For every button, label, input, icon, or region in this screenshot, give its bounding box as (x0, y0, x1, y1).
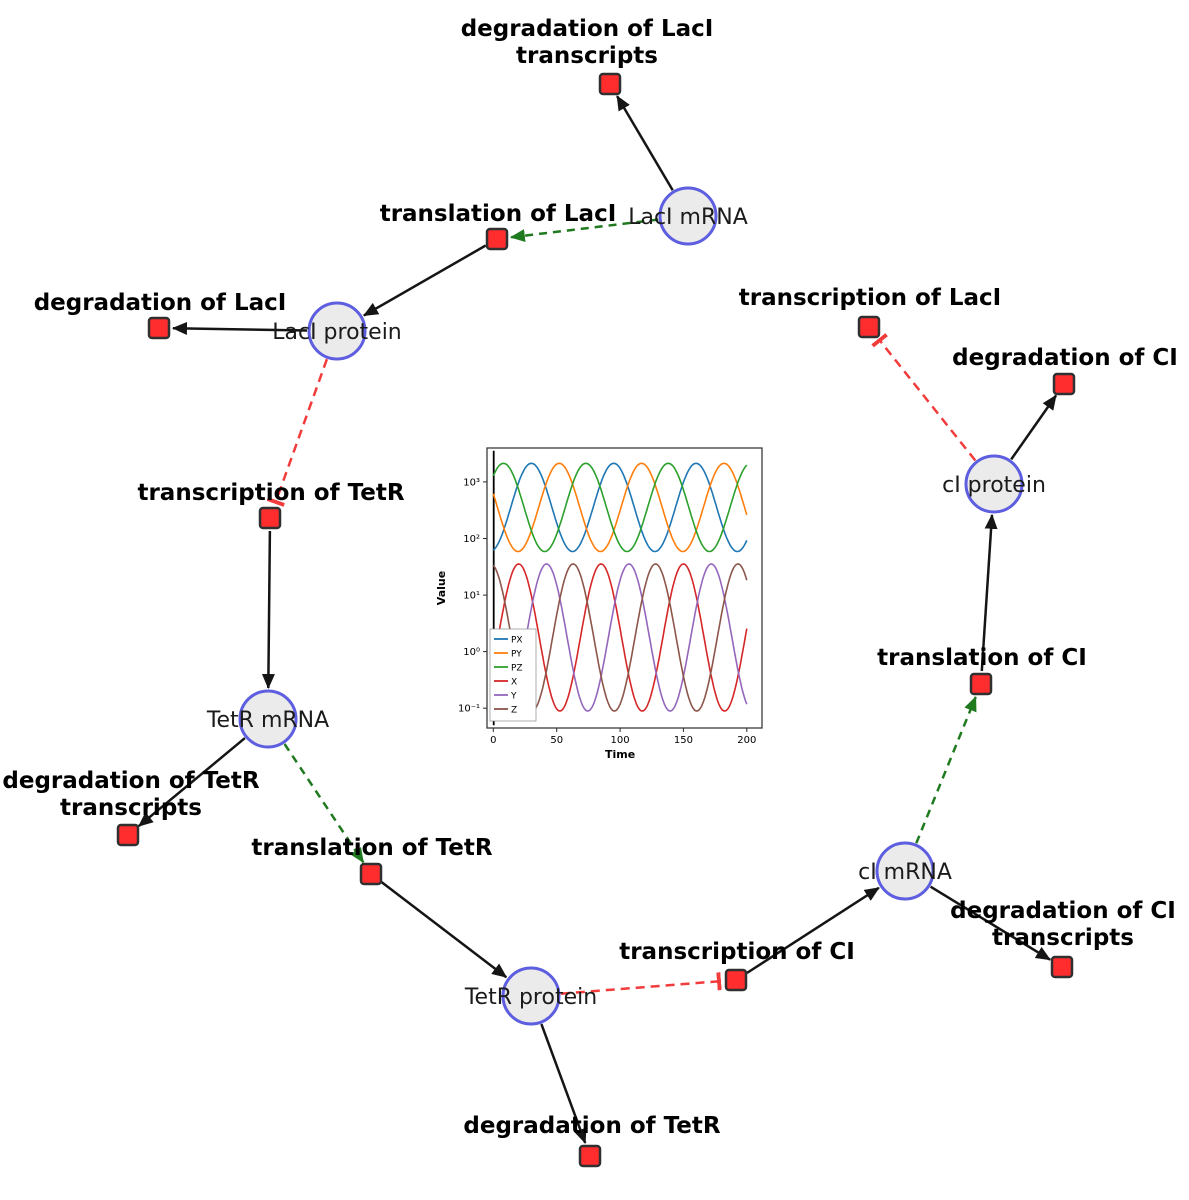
label-layer: degradation of LacItranscriptstranslatio… (2, 16, 1177, 1139)
species-label-ci_protein: cI protein (942, 473, 1046, 498)
species-label-ci_mrna: cI mRNA (858, 860, 952, 885)
chart-y-axis-title: Value (435, 571, 448, 605)
species-label-tetr_mrna: TetR mRNA (206, 708, 329, 733)
reaction-node-r_deg_laci_tx (598, 72, 622, 96)
chart-x-tick-label: 0 (490, 735, 496, 746)
chart-x-axis-title: Time (605, 748, 635, 761)
species-label-laci_mrna: LacI mRNA (628, 205, 748, 230)
edge-production-r_txn_tetr-to-tetr_mrna (261, 530, 275, 689)
chart-series-PX (492, 462, 748, 553)
chart-axes-box (486, 447, 763, 729)
species-node-tetr_protein (501, 966, 561, 1026)
legend-label-PZ: PZ (511, 664, 523, 674)
edge-modifier-laci_mrna-to-r_transl_laci (509, 218, 659, 243)
reaction-node-r_txn_ci (724, 968, 748, 992)
chart-x-tick-label: 150 (674, 735, 693, 746)
edge-inhibition-tetr_protein-to-r_txn_ci (560, 972, 722, 995)
chart-series-X (492, 563, 748, 712)
edge-consumption-tetr_mrna-to-r_deg_tetr_tx (138, 737, 246, 828)
reaction-label-r_deg_tetr-line0: degradation of TetR (463, 1113, 720, 1139)
reaction-label-r_txn_ci-line0: transcription of CI (619, 939, 855, 965)
edge-modifier-ci_mrna-to-r_transl_ci (915, 696, 977, 844)
edge-production-r_transl_laci-to-laci_protein (363, 244, 487, 317)
reaction-node-r_deg_laci (147, 316, 171, 340)
chart-figure-background (449, 434, 786, 776)
edge-consumption-laci_protein-to-r_deg_laci (172, 321, 308, 335)
chart-series-PY (492, 462, 748, 553)
species-node-ci_protein (964, 454, 1024, 514)
reaction-label-r_deg_ci_tx-line1: transcripts (992, 925, 1134, 951)
species-node-laci_protein (307, 301, 367, 361)
species-node-laci_mrna (658, 186, 718, 246)
edge-production-r_txn_ci-to-ci_mrna (746, 886, 880, 975)
edge-consumption-ci_protein-to-r_deg_ci (1010, 394, 1058, 461)
chart-y-tick-label: 10¹ (463, 591, 480, 602)
chart-x-tick-label: 200 (737, 735, 756, 746)
reaction-node-r_deg_ci_tx (1050, 955, 1074, 979)
species-label-laci_protein: LacI protein (272, 320, 402, 345)
chart-series-Y (492, 563, 748, 712)
edge-modifier-tetr_mrna-to-r_transl_tetr (283, 743, 365, 864)
reaction-label-r_deg_ci-line0: degradation of CI (952, 345, 1178, 371)
reaction-label-r_deg_tetr_tx-line1: transcripts (60, 795, 202, 821)
chart-y-tick-label: 10⁻¹ (458, 704, 480, 715)
chart-y-tick-label: 10⁰ (463, 647, 480, 658)
chart-legend-box (489, 628, 537, 722)
reaction-node-r_deg_tetr_tx (116, 823, 140, 847)
reaction-node-r_deg_ci (1052, 372, 1076, 396)
species-label-tetr_protein: TetR protein (464, 985, 597, 1010)
edge-production-r_transl_ci-to-ci_protein (980, 513, 998, 672)
reaction-node-r_transl_laci (485, 227, 509, 251)
chart-y-tick-label: 10³ (463, 477, 480, 488)
chart-x-tick-label: 100 (611, 735, 630, 746)
reaction-node-r_transl_tetr (359, 862, 383, 886)
reaction-label-r_deg_laci-line0: degradation of LacI (34, 290, 287, 316)
chart-y-tick-label: 10² (463, 534, 480, 545)
reaction-label-r_transl_tetr-line0: translation of TetR (251, 835, 492, 861)
edge-inhibition-laci_protein-to-r_txn_tetr (266, 358, 329, 507)
chart-series-PZ (492, 462, 748, 553)
legend-label-PY: PY (511, 650, 522, 660)
reaction-label-r_deg_tetr_tx-line0: degradation of TetR (2, 768, 259, 794)
reaction-label-r_transl_ci-line0: translation of CI (877, 645, 1087, 671)
reaction-node-r_deg_tetr (578, 1144, 602, 1168)
chart-x-tick-label: 50 (550, 735, 563, 746)
edge-consumption-tetr_protein-to-r_deg_tetr (540, 1023, 587, 1144)
edge-production-r_transl_tetr-to-tetr_protein (380, 880, 508, 979)
legend-label-Y: Y (510, 692, 517, 702)
legend-label-X: X (511, 678, 517, 688)
reaction-label-r_deg_ci_tx-line0: degradation of CI (950, 898, 1176, 924)
reaction-node-r_transl_ci (969, 672, 993, 696)
edge-consumption-ci_mrna-to-r_deg_ci_tx (929, 885, 1051, 961)
species-node-tetr_mrna (238, 689, 298, 749)
legend-label-PX: PX (511, 636, 523, 646)
reaction-label-r_txn_tetr-line0: transcription of TetR (137, 480, 404, 506)
edge-consumption-laci_mrna-to-r_deg_laci_tx (616, 95, 674, 191)
reaction-label-r_deg_laci_tx-line0: degradation of LacI (461, 16, 714, 42)
species-node-ci_mrna (875, 841, 935, 901)
edge-inhibition-ci_protein-to-r_txn_laci (871, 333, 977, 462)
edge-layer (138, 95, 1058, 1144)
reaction-node-r_txn_tetr (258, 506, 282, 530)
reaction-label-r_transl_laci-line0: translation of LacI (380, 201, 617, 227)
legend-label-Z: Z (511, 706, 517, 716)
node-layer (116, 72, 1076, 1168)
reaction-node-r_txn_laci (857, 315, 881, 339)
reaction-label-r_txn_laci-line0: transcription of LacI (739, 285, 1002, 311)
reaction-label-r_deg_laci_tx-line1: transcripts (516, 43, 658, 69)
